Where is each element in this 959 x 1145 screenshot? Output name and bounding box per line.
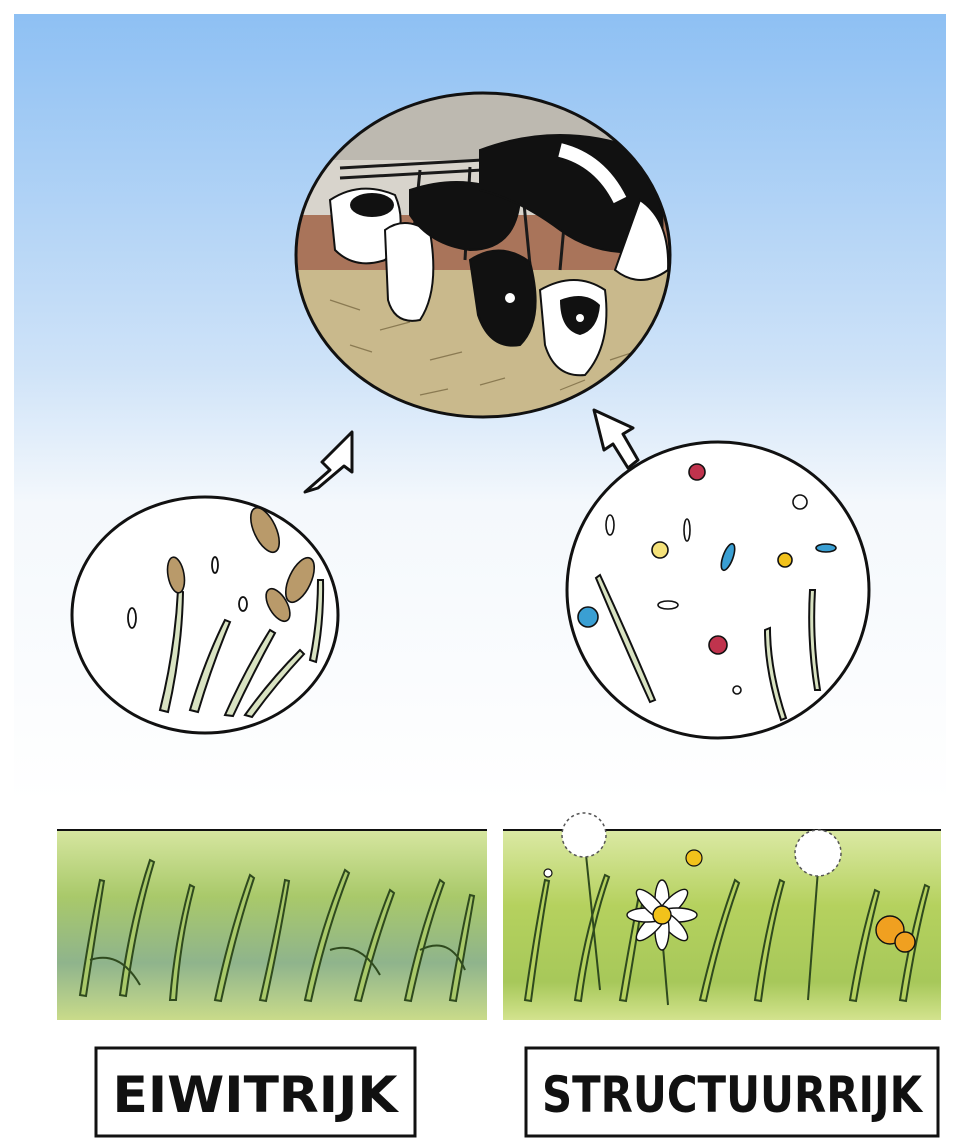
flower-seeds-icon (567, 442, 869, 738)
grass-protein-rich (57, 830, 487, 1020)
label-box-protein-rich: EIWITRIJK (96, 1048, 415, 1136)
grass-structure-rich (503, 813, 941, 1020)
label-protein-rich: EIWITRIJK (113, 1066, 400, 1124)
label-box-structure-rich: STRUCTUURRIJK (526, 1048, 938, 1136)
label-structure-rich: STRUCTUURRIJK (542, 1066, 924, 1124)
wheat-ear-icon (72, 497, 338, 733)
